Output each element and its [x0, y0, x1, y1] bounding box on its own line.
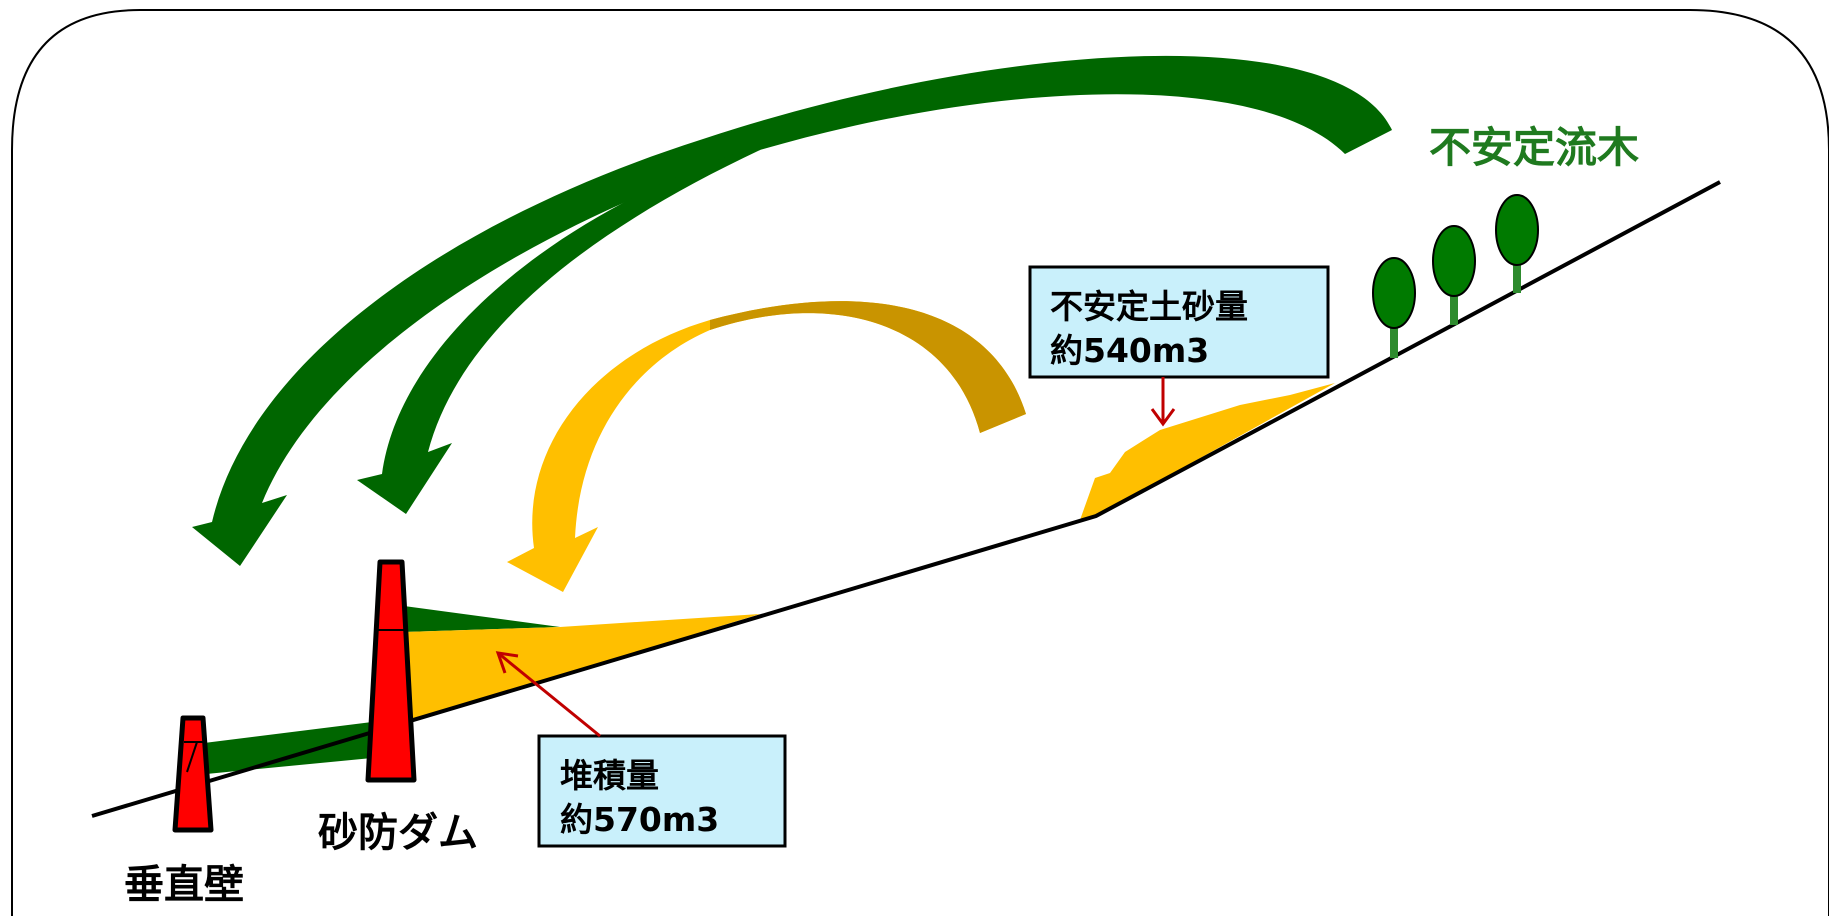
unstable-sediment-mass [1080, 383, 1335, 520]
unstable-sediment-pointer-head [1150, 408, 1176, 427]
deposit-label-line1: 堆積量 [560, 756, 659, 795]
tree-icon [1495, 194, 1539, 293]
vertical-wall [172, 715, 214, 833]
sediment-flow-arrow [507, 301, 1026, 592]
deposited-wood-lower [196, 722, 372, 775]
deposit-pointer [497, 651, 601, 738]
unstable-sediment-callout [1028, 265, 1330, 379]
deposit-label-line2: 約570m3 [560, 800, 719, 839]
tree-icon [1372, 257, 1416, 358]
sabo-dam [365, 559, 417, 783]
sediment-flow-arrow-shade [710, 301, 1026, 433]
unstable-sediment-label-line1: 不安定土砂量 [1050, 287, 1248, 326]
ground-line [91, 180, 1721, 818]
deposited-wood-upper [404, 606, 560, 632]
deposit-callout [537, 734, 787, 848]
unstable-wood-label: 不安定流木 [1429, 123, 1639, 172]
tree-icon [1432, 225, 1476, 325]
rounded-frame [11, 9, 1829, 916]
wood-flow-arrow-long [192, 55, 1392, 566]
sabo-dam-label: 砂防ダム [318, 810, 478, 856]
unstable-sediment-label-line2: 約540m3 [1050, 331, 1209, 370]
vertical-wall-detail [186, 741, 198, 773]
deposit-pointer-head [495, 651, 519, 674]
deposited-sediment [404, 614, 760, 720]
wood-flow-arrow-short [357, 145, 760, 514]
vertical-wall-label: 垂直壁 [124, 862, 244, 908]
